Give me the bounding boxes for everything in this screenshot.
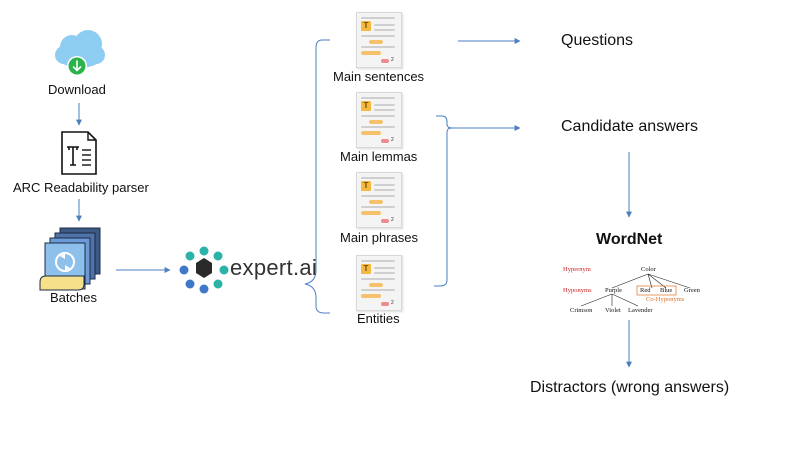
main-lemmas-doc-icon: T 2 bbox=[356, 92, 402, 148]
batches-label: Batches bbox=[50, 290, 97, 305]
main-sentences-label: Main sentences bbox=[333, 69, 425, 84]
outputs-bracket bbox=[304, 39, 330, 314]
entities-doc-icon: T 2 bbox=[356, 255, 402, 311]
tree-node-red: Red bbox=[640, 287, 651, 294]
main-lemmas-label: Main lemmas bbox=[340, 149, 418, 164]
parser-document-icon bbox=[61, 131, 97, 175]
cloud-download-icon bbox=[55, 30, 105, 76]
tree-node-crimson: Crimson bbox=[570, 307, 593, 314]
wordnet-tree-edges bbox=[580, 273, 691, 307]
tree-node-violet: Violet bbox=[605, 307, 621, 314]
tree-hyponyms-label: Hyponyms bbox=[563, 287, 592, 294]
distractors-label: Distractors (wrong answers) bbox=[530, 379, 730, 396]
tree-node-color: Color bbox=[641, 266, 656, 273]
entities-label: Entities bbox=[357, 311, 400, 326]
questions-label: Questions bbox=[561, 32, 634, 49]
candidate-answers-label: Candidate answers bbox=[561, 118, 698, 135]
parser-label: ARC Readability parser bbox=[13, 180, 149, 195]
expertai-logo-icon bbox=[179, 246, 229, 294]
candidates-bracket bbox=[434, 115, 453, 287]
download-label: Download bbox=[48, 82, 106, 97]
main-phrases-doc-icon: T 2 bbox=[356, 172, 402, 228]
batches-icon bbox=[39, 227, 101, 291]
tree-node-purple: Purple bbox=[605, 287, 622, 294]
tree-node-lavender: Lavender bbox=[628, 307, 653, 314]
tree-node-blue: Blue bbox=[660, 287, 673, 294]
tree-hypernym-label: Hypernym bbox=[563, 266, 591, 273]
main-phrases-label: Main phrases bbox=[340, 230, 419, 245]
tree-node-green: Green bbox=[684, 287, 700, 294]
tree-co-hyponyms-label: Co-Hyponyms bbox=[646, 296, 685, 303]
main-sentences-doc-icon: T 2 bbox=[356, 12, 402, 68]
co-hyponyms-box bbox=[636, 285, 677, 296]
wordnet-title: WordNet bbox=[596, 231, 663, 248]
expertai-wordmark: expert.ai bbox=[230, 255, 318, 280]
